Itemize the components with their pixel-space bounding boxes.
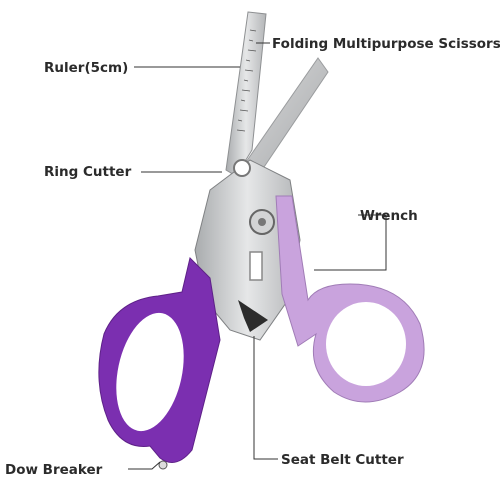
ruler-ticks [236,29,257,132]
seat-belt-hook [238,300,268,332]
label-ring-cutter: Ring Cutter [44,164,132,180]
purple-handle-hole [116,312,184,432]
callout-lines [128,42,387,470]
label-wrench: Wrench [360,208,418,224]
lavender-handle-hole [326,302,406,386]
ring-cutter-hole [233,159,251,177]
label-folding-scissors: Folding Multipurpose Scissors [272,36,500,52]
wrench-slot [249,251,263,281]
label-dow-breaker: Dow Breaker [5,462,103,478]
dow-breaker-tip [158,460,168,470]
label-ruler: Ruler(5cm) [44,60,129,76]
label-seat-belt-cutter: Seat Belt Cutter [281,452,404,468]
